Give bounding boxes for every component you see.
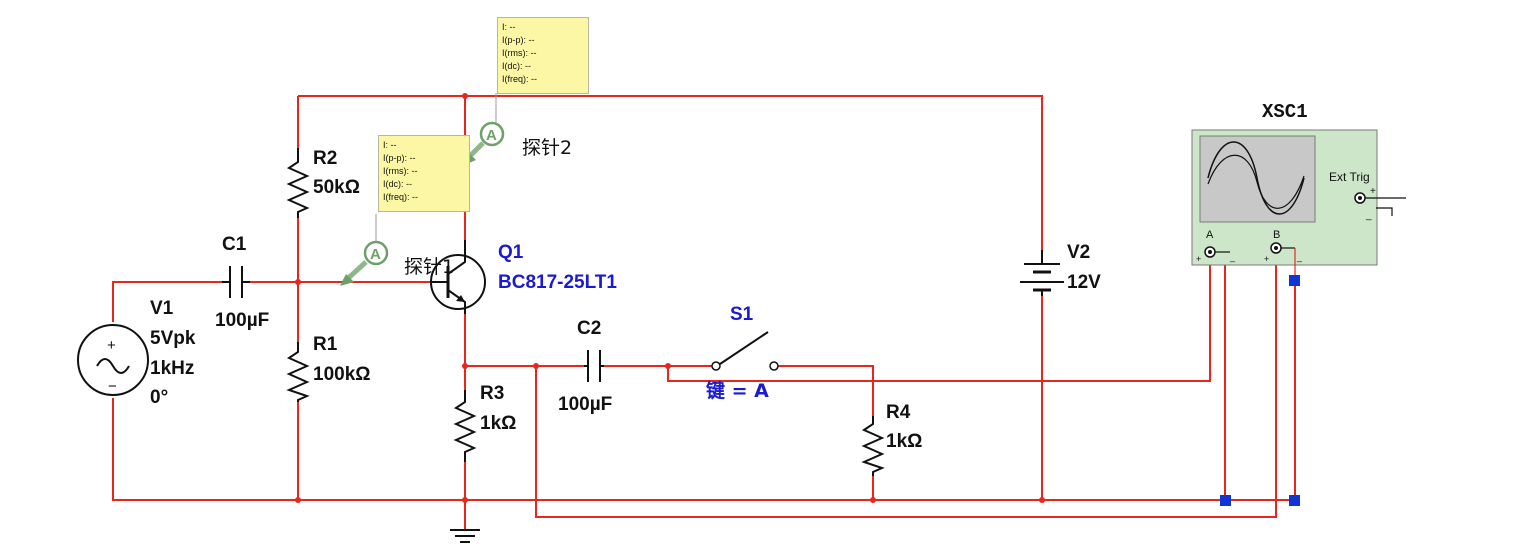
c2-ref: C2: [577, 318, 601, 339]
probe-2-current-rms: I(rms): --: [502, 48, 537, 58]
junction-dot: [1039, 497, 1045, 503]
junction-dot: [295, 279, 301, 285]
junctions: [295, 93, 1045, 503]
probe-1-current-dc: I(dc): --: [383, 179, 412, 189]
xsc1-oscilloscope[interactable]: XSC1 Ext Trig + _ A B + _ + _: [1191, 101, 1406, 280]
r3-value: 1kΩ: [480, 413, 516, 434]
probe-2-name: 探针2: [522, 137, 572, 159]
v1-ref: V1: [150, 298, 174, 319]
r2-resistor[interactable]: R2 50kΩ: [286, 148, 360, 218]
xsc1-channel-b-label: B: [1273, 229, 1280, 241]
probe-1-current-pp: I(p-p): --: [383, 153, 416, 163]
c1-ref: C1: [222, 234, 247, 255]
v1-phase: 0°: [150, 387, 168, 408]
junction-dot: [665, 363, 671, 369]
connector-squares: [1220, 275, 1300, 506]
s1-key: 键 = A: [705, 379, 769, 402]
xsc1-a-plus: +: [1196, 254, 1201, 264]
connector-square[interactable]: [1289, 495, 1300, 506]
v1-plus-sign: +: [107, 337, 116, 354]
probe-1-symbol: A: [370, 246, 381, 263]
probe-2-readout: I: -- I(p-p): -- I(rms): -- I(dc): -- I(…: [497, 17, 589, 94]
probe-2-current-dc: I(dc): --: [502, 61, 531, 71]
probe-2[interactable]: A 探针2: [462, 93, 572, 166]
r1-ref: R1: [313, 334, 338, 355]
q1-ref: Q1: [498, 242, 524, 263]
probe-1-current-freq: I(freq): --: [383, 192, 418, 202]
r1-value: 100kΩ: [313, 364, 371, 385]
xsc1-a-minus: _: [1229, 252, 1236, 262]
v2-dc-source[interactable]: V2 12V: [1020, 242, 1101, 296]
v1-ac-source[interactable]: + − V1 5Vpk 1kHz 0°: [77, 298, 196, 408]
wire-channel-a[interactable]: [667, 252, 1211, 382]
wires: [112, 95, 1300, 530]
v1-frequency: 1kHz: [150, 358, 194, 379]
xsc1-b-plus: +: [1264, 254, 1269, 264]
wire-s1-r4[interactable]: [778, 365, 874, 416]
c1-value: 100µF: [215, 310, 269, 331]
v1-minus-sign: −: [108, 378, 117, 395]
connector-square[interactable]: [1220, 495, 1231, 506]
probe-1[interactable]: A 探针1: [340, 214, 454, 286]
q1-model: BC817-25LT1: [498, 272, 617, 293]
s1-switch[interactable]: S1 键 = A: [705, 304, 779, 402]
junction-dot: [870, 497, 876, 503]
v2-value: 12V: [1067, 272, 1101, 293]
r3-ref: R3: [480, 383, 504, 404]
junction-dot: [462, 363, 468, 369]
r4-ref: R4: [886, 402, 911, 423]
junction-dot: [533, 363, 539, 369]
r4-resistor[interactable]: R4 1kΩ: [861, 402, 922, 476]
probe-1-current: I: --: [383, 140, 397, 150]
xsc1-ref: XSC1: [1262, 101, 1308, 123]
v2-ref: V2: [1067, 242, 1090, 263]
wire-v1-c1[interactable]: [112, 281, 222, 322]
c2-capacitor[interactable]: C2 100µF: [558, 318, 612, 415]
xsc1-b-minus: _: [1296, 252, 1303, 262]
r2-value: 50kΩ: [313, 177, 360, 198]
xsc1-ext-trig-label: Ext Trig: [1329, 170, 1370, 184]
ground-symbol: [450, 529, 480, 543]
r2-ref: R2: [313, 148, 337, 169]
r3-resistor[interactable]: R3 1kΩ: [453, 383, 516, 462]
probe-1-name: 探针1: [404, 256, 454, 278]
probe-2-current: I: --: [502, 22, 516, 32]
xsc1-ext-minus: _: [1365, 210, 1372, 221]
junction-dot: [462, 497, 468, 503]
probe-1-current-rms: I(rms): --: [383, 166, 418, 176]
r1-resistor[interactable]: R1 100kΩ: [286, 334, 371, 402]
s1-ref: S1: [730, 304, 754, 325]
junction-dot: [462, 93, 468, 99]
xsc1-ext-plus: +: [1370, 186, 1376, 197]
probe-2-current-pp: I(p-p): --: [502, 35, 535, 45]
probe-2-symbol: A: [486, 127, 497, 144]
q1-npn-transistor[interactable]: Q1 BC817-25LT1: [430, 240, 617, 314]
connector-square[interactable]: [1289, 275, 1300, 286]
c2-value: 100µF: [558, 394, 612, 415]
probe-1-readout: I: -- I(p-p): -- I(rms): -- I(dc): -- I(…: [378, 135, 470, 212]
wire-top-rail[interactable]: [298, 95, 1043, 250]
junction-dot: [295, 497, 301, 503]
xsc1-channel-a-label: A: [1206, 229, 1214, 241]
probe-2-current-freq: I(freq): --: [502, 74, 537, 84]
wire-channel-b[interactable]: [535, 252, 1277, 518]
v1-amplitude: 5Vpk: [150, 328, 196, 349]
r4-value: 1kΩ: [886, 431, 922, 452]
c1-capacitor[interactable]: C1 100µF: [215, 234, 269, 331]
wire-bottom-rail[interactable]: [112, 398, 1295, 501]
